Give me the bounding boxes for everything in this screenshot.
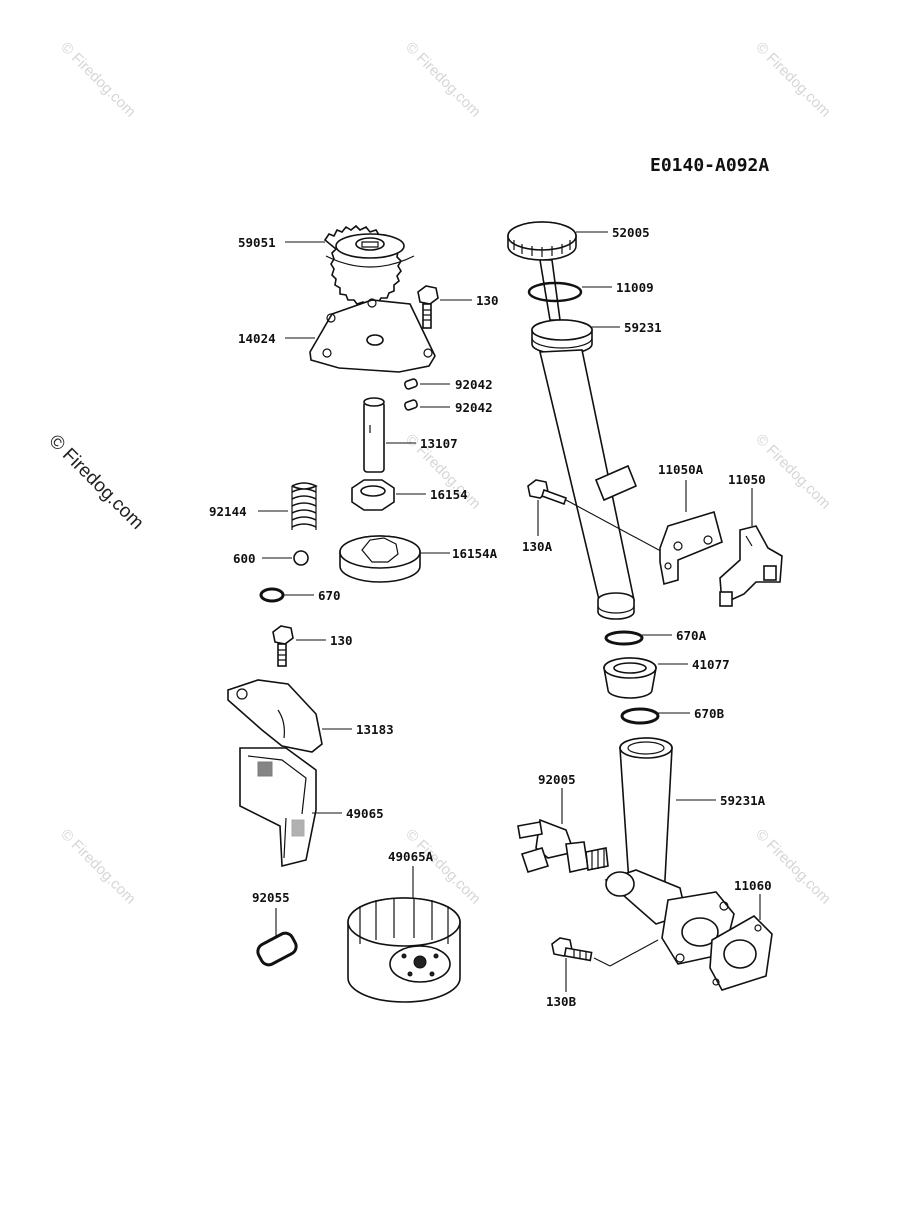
part-bolt-130-mid <box>272 625 294 667</box>
part-pin-92042-b <box>404 399 418 411</box>
part-oring-670A <box>604 630 644 646</box>
part-label-41077: 41077 <box>692 657 730 672</box>
part-oring-11009 <box>527 281 583 303</box>
part-pin-92042-a <box>404 378 418 390</box>
part-label-92144: 92144 <box>209 504 247 519</box>
part-label-14024: 14024 <box>238 331 276 346</box>
part-label-13183: 13183 <box>356 722 394 737</box>
part-label-59231A: 59231A <box>720 793 766 808</box>
part-label-92005: 92005 <box>538 772 576 787</box>
part-oring-670 <box>259 587 285 603</box>
part-ball-600 <box>293 550 309 566</box>
watermark: © Firedog.com <box>752 39 834 121</box>
part-bolt-130-top <box>417 285 439 329</box>
part-label-52005: 52005 <box>612 225 650 240</box>
part-label-16154: 16154 <box>430 487 468 502</box>
part-oring-670B <box>620 707 660 725</box>
part-grommet-41077 <box>603 657 657 699</box>
diagram-code: E0140-A092A <box>650 155 769 176</box>
watermark: © Firedog.com <box>57 39 139 121</box>
part-bolt-130A <box>527 479 568 506</box>
part-bolt-130B <box>551 937 593 962</box>
part-label-600: 600 <box>233 551 256 566</box>
part-tube-59231 <box>531 319 638 620</box>
part-label-130-mid: 130 <box>330 633 353 648</box>
part-label-49065: 49065 <box>346 806 384 821</box>
part-label-670A: 670A <box>676 628 707 643</box>
part-label-11050: 11050 <box>728 472 766 487</box>
watermark: © Firedog.com <box>402 39 484 121</box>
part-bracket-13183 <box>227 679 323 753</box>
part-label-130A: 130A <box>522 539 553 554</box>
part-gasket-11060 <box>709 915 773 991</box>
watermark: © Firedog.com <box>402 826 484 908</box>
part-label-130-top: 130 <box>476 293 499 308</box>
part-rotor-16154 <box>351 479 395 511</box>
part-screen-49065 <box>239 747 317 868</box>
part-label-670: 670 <box>318 588 341 603</box>
watermark: © Firedog.com <box>752 826 834 908</box>
part-gear-59051 <box>323 224 415 307</box>
part-label-92042-b: 92042 <box>455 400 493 415</box>
part-bracket-11050A <box>659 510 723 586</box>
part-label-92055: 92055 <box>252 890 290 905</box>
part-label-13107: 13107 <box>420 436 458 451</box>
part-label-59231: 59231 <box>624 320 662 335</box>
part-filter-49065A <box>347 897 461 1003</box>
part-shaft-13107 <box>363 397 385 473</box>
part-label-92042-a: 92042 <box>455 377 493 392</box>
part-bracket-11050 <box>719 525 783 607</box>
part-label-59051: 59051 <box>238 235 276 250</box>
part-tube-59231A <box>604 737 735 965</box>
part-label-11009: 11009 <box>616 280 654 295</box>
watermark-prominent: © Firedog.com <box>44 431 147 534</box>
part-fitting-92005 <box>517 818 609 873</box>
part-label-130B: 130B <box>546 994 577 1009</box>
part-label-49065A: 49065A <box>388 849 434 864</box>
part-cap-52005 <box>507 221 577 321</box>
part-rotor-16154A <box>339 535 421 583</box>
part-label-16154A: 16154A <box>452 546 498 561</box>
part-label-670B: 670B <box>694 706 725 721</box>
part-label-11050A: 11050A <box>658 462 704 477</box>
part-plate-14024 <box>309 298 436 373</box>
watermark: © Firedog.com <box>57 826 139 908</box>
part-spring-92144 <box>291 482 318 530</box>
part-label-11060: 11060 <box>734 878 772 893</box>
part-gasket-92055 <box>256 931 298 967</box>
